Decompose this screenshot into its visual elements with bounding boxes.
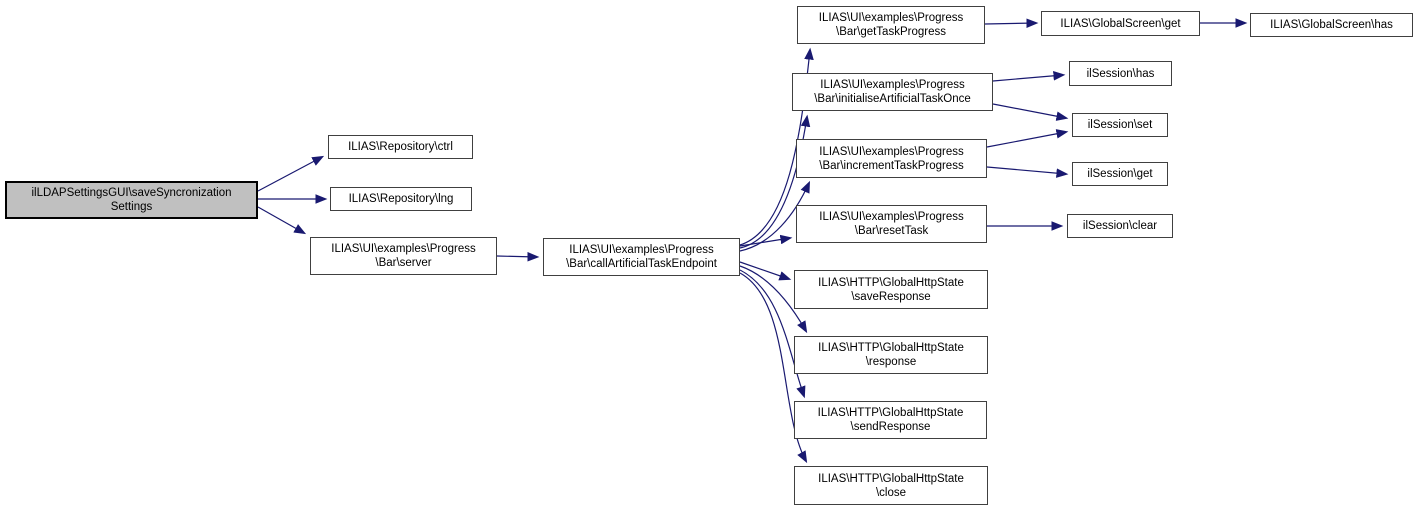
edge-incrementTaskProgress--ilSessionSet <box>986 129 1069 148</box>
node-label-line: ILIAS\UI\examples\Progress <box>819 211 964 223</box>
edge-incrementTaskProgress--ilSessionGet <box>986 166 1069 178</box>
node-label-line: \Bar\getTaskProgress <box>836 26 946 38</box>
node-response[interactable]: ILIAS\HTTP\GlobalHttpState \response <box>794 336 988 374</box>
node-server[interactable]: ILIAS\UI\examples\Progress \Bar\server <box>310 237 497 275</box>
node-label-line: ILIAS\UI\examples\Progress <box>820 79 965 91</box>
node-ilSessionClear[interactable]: ilSession\clear <box>1067 214 1173 238</box>
edge-saveSyncronizationSettings--server <box>257 206 307 235</box>
node-sendResponse[interactable]: ILIAS\HTTP\GlobalHttpState \sendResponse <box>794 401 987 439</box>
edge-callArtificialTaskEndpoint--response <box>739 265 808 334</box>
node-label-line: \sendResponse <box>850 421 931 433</box>
node-label-line: ilSession\get <box>1087 168 1153 180</box>
node-label-line: ILIAS\UI\examples\Progress <box>818 12 964 24</box>
node-label-line: ILIAS\GlobalScreen\has <box>1270 19 1393 31</box>
node-label-line: ILIAS\UI\examples\Progress <box>569 244 714 256</box>
node-label-line: ilLDAPSettingsGUI\saveSyncronization <box>31 187 232 199</box>
node-label-line: \saveResponse <box>851 290 931 303</box>
node-label-line: \Bar\server <box>375 257 432 269</box>
node-ctrl[interactable]: ILIAS\Repository\ctrl <box>328 135 473 159</box>
node-label-line: \Bar\resetTask <box>854 225 929 237</box>
node-globalScreenHas[interactable]: ILIAS\GlobalScreen\has <box>1250 13 1413 37</box>
node-label-line: ilSession\set <box>1087 119 1153 131</box>
node-close[interactable]: ILIAS\HTTP\GlobalHttpState\close <box>794 466 988 505</box>
edge-callArtificialTaskEndpoint--initialiseArtificialTaskOnce <box>739 114 811 249</box>
edge-callArtificialTaskEndpoint--resetTask <box>739 234 793 247</box>
node-label-line: \Bar\incrementTaskProgress <box>819 159 964 172</box>
node-label-line: ILIAS\UI\examples\Progress <box>819 145 964 158</box>
edge-callArtificialTaskEndpoint--sendResponse <box>739 269 806 399</box>
node-label-line: \Bar\initialiseArtificialTaskOnce <box>814 93 971 105</box>
node-label-line: \Bar\callArtificialTaskEndpoint <box>566 258 717 270</box>
node-label-line: ILIAS\HTTP\GlobalHttpState <box>818 472 964 485</box>
node-label-line: ILIAS\HTTP\GlobalHttpState <box>818 342 964 354</box>
edge-saveSyncronizationSettings--ctrl <box>257 155 325 192</box>
node-label-line: ILIAS\Repository\lng <box>348 193 454 205</box>
node-saveResponse[interactable]: ILIAS\HTTP\GlobalHttpState\saveResponse <box>794 270 988 309</box>
node-initialiseArtificialTaskOnce[interactable]: ILIAS\UI\examples\Progress \Bar\initialis… <box>792 73 993 111</box>
node-label-line: \close <box>875 486 907 499</box>
node-label-line: ilSession\clear <box>1082 220 1158 232</box>
edge-callArtificialTaskEndpoint--close <box>739 272 808 464</box>
node-label-line: ILIAS\HTTP\GlobalHttpState <box>818 276 964 289</box>
node-lng[interactable]: ILIAS\Repository\lng <box>330 187 472 211</box>
edge-server--callArtificialTaskEndpoint <box>496 251 540 262</box>
node-label-line: ILIAS\GlobalScreen\get <box>1060 17 1181 30</box>
node-label-line: ILIAS\UI\examples\Progress <box>331 243 476 255</box>
node-callArtificialTaskEndpoint[interactable]: ILIAS\UI\examples\Progress \Bar\callArtif… <box>543 238 740 276</box>
node-ilSessionHas[interactable]: ilSession\has <box>1069 61 1172 86</box>
node-label-line: ILIAS\Repository\ctrl <box>348 141 453 153</box>
edge-callArtificialTaskEndpoint--incrementTaskProgress <box>739 180 810 252</box>
node-incrementTaskProgress[interactable]: ILIAS\UI\examples\Progress\Bar\increment… <box>796 139 987 178</box>
node-ilSessionGet[interactable]: ilSession\get <box>1072 162 1168 186</box>
node-label-line: Settings <box>110 201 153 213</box>
edge-getTaskProgress--globalScreenGet <box>984 18 1039 28</box>
node-ilSessionSet[interactable]: ilSession\set <box>1072 113 1168 137</box>
node-label-line: ilSession\has <box>1086 67 1155 80</box>
node-resetTask[interactable]: ILIAS\UI\examples\Progress \Bar\resetTask <box>796 205 987 243</box>
edge-callArtificialTaskEndpoint--saveResponse <box>739 261 792 281</box>
node-label-line: ILIAS\HTTP\GlobalHttpState <box>817 407 964 419</box>
node-label-line: \response <box>865 356 917 368</box>
edge-initialiseArtificialTaskOnce--ilSessionSet <box>992 103 1069 121</box>
node-getTaskProgress[interactable]: ILIAS\UI\examples\Progress \Bar\getTaskPr… <box>797 6 985 44</box>
node-globalScreenGet[interactable]: ILIAS\GlobalScreen\get <box>1041 11 1200 36</box>
edge-initialiseArtificialTaskOnce--ilSessionHas <box>992 71 1066 82</box>
